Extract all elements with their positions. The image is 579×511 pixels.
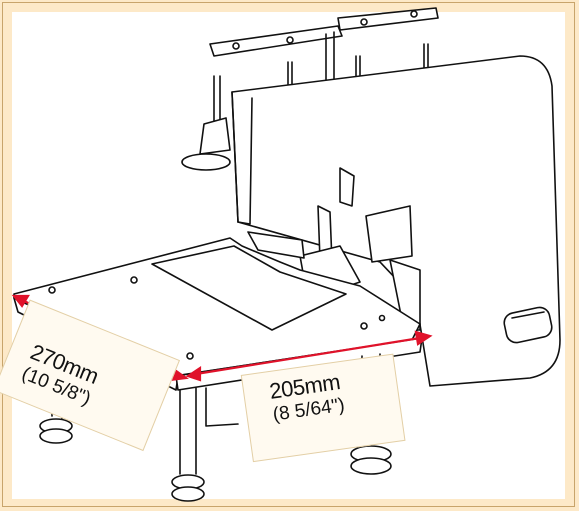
width-arrow-head-right [414,330,433,346]
outer-border [2,2,575,507]
depth-arrow-head-left [11,294,30,308]
width-arrow-head-left [185,365,202,382]
table-legs [39,317,392,502]
thread-stand [181,7,439,171]
width-arrow-line [195,336,421,376]
